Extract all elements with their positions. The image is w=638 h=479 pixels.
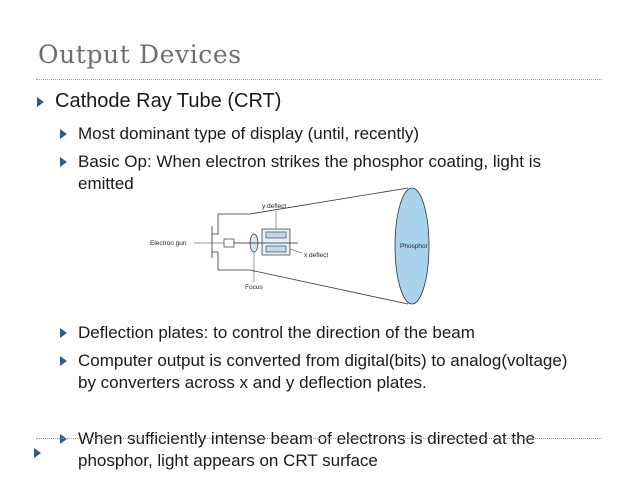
label-focus: Focus	[245, 284, 263, 291]
bullet-intense-beam: When sufficiently intense beam of electr…	[78, 429, 536, 470]
slide-title: Output Devices	[38, 40, 242, 69]
label-x-deflect: x deflect	[304, 252, 328, 259]
bullet-crt: Cathode Ray Tube (CRT)	[55, 90, 282, 112]
bullet-computer-output: Computer output is converted from digita…	[78, 351, 568, 392]
label-electron-gun: Electron gun	[150, 240, 187, 247]
bullet-arrow-icon	[60, 328, 67, 338]
bullet-arrow-icon	[60, 129, 67, 139]
bullet-arrow-icon	[60, 434, 67, 444]
footer-divider	[36, 438, 602, 439]
label-y-deflect: y deflect	[262, 203, 286, 210]
bullet-dominant-display: Most dominant type of display (until, re…	[78, 124, 420, 143]
title-divider	[36, 79, 602, 80]
footer-arrow-icon	[34, 448, 41, 458]
bullet-arrow-icon	[60, 157, 67, 167]
label-phosphor: Phosphor	[400, 243, 429, 250]
crt-diagram: Electron gun y deflect x deflect Focus P…	[150, 186, 445, 308]
bullet-arrow-icon	[37, 97, 44, 107]
phosphor-screen	[394, 187, 430, 305]
bullet-basic-op: Basic Op: When electron strikes the phos…	[78, 152, 542, 193]
bullet-arrow-icon	[60, 356, 67, 366]
electron-gun	[223, 238, 235, 248]
bullet-deflection-plates: Deflection plates: to control the direct…	[78, 323, 475, 342]
